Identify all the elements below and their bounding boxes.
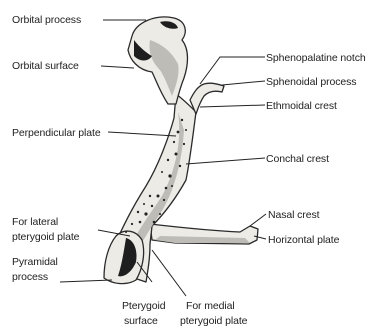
- label-orbital-surface: Orbital surface: [12, 60, 79, 72]
- label-for-medial-pterygoid-plate-line1: For medial: [186, 300, 235, 312]
- label-horizontal-plate: Horizontal plate: [268, 234, 340, 246]
- label-orbital-process: Orbital process: [12, 14, 81, 26]
- labels: Orbital process Orbital surface Sphenopa…: [12, 14, 366, 327]
- label-sphenopalatine-notch: Sphenopalatine notch: [266, 52, 366, 64]
- label-conchal-crest: Conchal crest: [266, 153, 329, 165]
- label-perpendicular-plate: Perpendicular plate: [12, 127, 101, 139]
- label-ethmoidal-crest: Ethmoidal crest: [266, 100, 337, 112]
- label-pterygoid-surface-line2: surface: [124, 315, 158, 327]
- sphenoidal-process-shape: [190, 83, 224, 114]
- label-pyramidal-process-line2: process: [12, 271, 48, 283]
- label-for-lateral-pterygoid-plate-line1: For lateral: [12, 216, 58, 228]
- label-pyramidal-process-line1: Pyramidal: [12, 256, 58, 268]
- label-for-medial-pterygoid-plate-line2: pterygoid plate: [180, 315, 248, 327]
- label-for-lateral-pterygoid-plate-line2: pterygoid plate: [12, 231, 80, 243]
- label-nasal-crest: Nasal crest: [268, 209, 320, 221]
- label-pterygoid-surface-line1: Pterygoid: [122, 300, 166, 312]
- label-sphenoidal-process: Sphenoidal process: [266, 76, 356, 88]
